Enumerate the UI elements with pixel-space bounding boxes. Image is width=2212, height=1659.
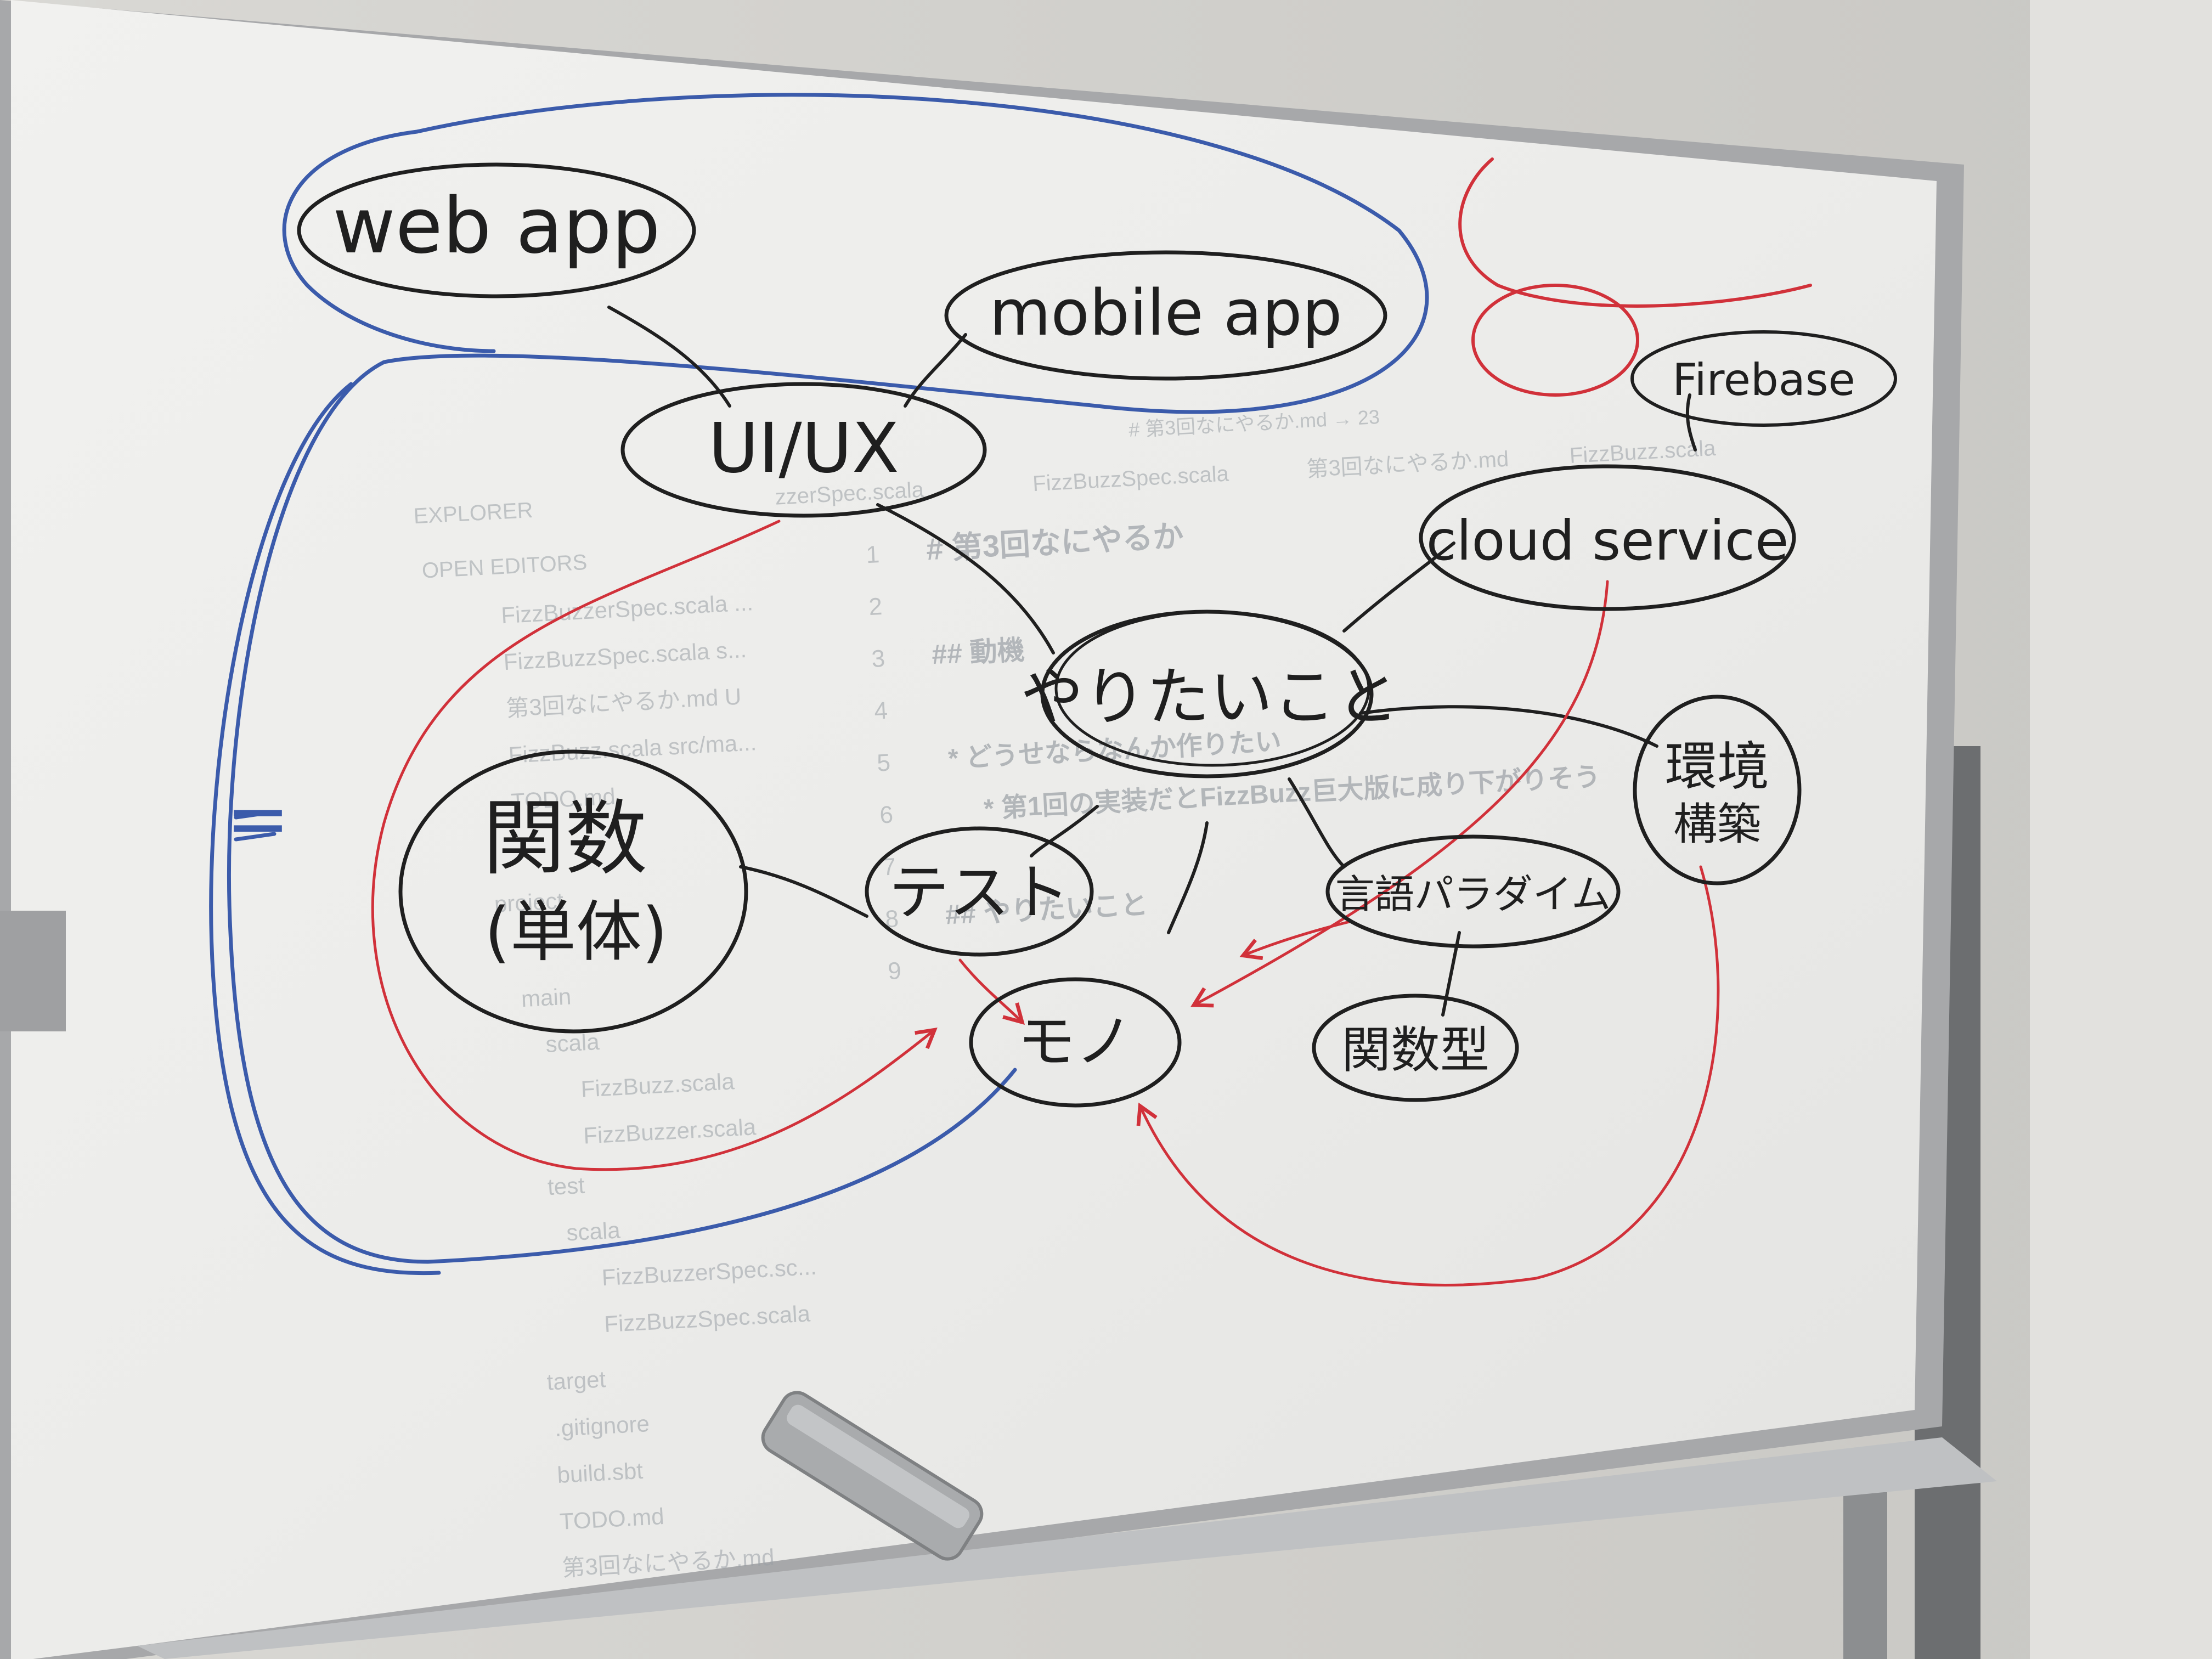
projected-file: target: [546, 1366, 607, 1395]
node-web-app-label: web app: [332, 182, 661, 271]
blue-group-loop: [209, 93, 1429, 1276]
node-kankyo-line2: 構築: [1673, 799, 1761, 850]
node-kansugata-label: 関数型: [1341, 1022, 1489, 1079]
node-kansu-line1: 関数: [483, 791, 647, 887]
node-kankyo-line1: 環境: [1665, 737, 1769, 797]
node-ui-ux: UI/UX: [620, 382, 987, 518]
node-mobile-app-label: mobile app: [989, 276, 1342, 350]
frame-hinge: [0, 911, 66, 1031]
projected-code-line: ## 動機: [931, 634, 1025, 670]
node-firebase-label: Firebase: [1672, 354, 1855, 405]
projected-file: TODO.md: [510, 783, 616, 815]
marker-tray: [137, 1437, 1997, 1659]
red-arrows: [371, 520, 1720, 1286]
node-kansugata: 関数型: [1312, 994, 1519, 1102]
node-cloud-service: cloud service: [1419, 464, 1796, 611]
node-kansu-line2: (単体): [484, 894, 668, 970]
node-paradigm: 言語パラダイム: [1325, 834, 1621, 949]
projected-line-numbers: 1 2 3 4 5 6 7 8 9: [865, 541, 902, 985]
theme-note-outline: [1458, 157, 1812, 308]
projected-file: .gitignore: [554, 1410, 650, 1441]
node-test: テスト: [865, 826, 1094, 957]
connector-lines: [607, 306, 1697, 1017]
projected-line-number: 5: [876, 749, 891, 776]
stand-leg: [1843, 1492, 1887, 1659]
projected-file: main: [521, 984, 572, 1012]
projected-line-number: 1: [865, 541, 880, 568]
node-paradigm-label: 言語パラダイム: [1335, 871, 1611, 917]
projected-file: test: [547, 1172, 585, 1200]
theme-note: [1458, 157, 1812, 397]
projected-line-number: 6: [879, 801, 894, 828]
projected-line-number: 9: [887, 957, 902, 985]
node-cloud-service-label: cloud service: [1426, 509, 1789, 573]
node-test-label: テスト: [889, 857, 1070, 928]
node-kansu-tantai: 関数 (単体): [398, 749, 748, 1034]
projected-line-number: 2: [868, 593, 883, 620]
projected-file: TODO.md: [559, 1503, 665, 1534]
projected-line-number: 3: [871, 645, 885, 673]
projected-line-number: 4: [873, 697, 888, 725]
projected-file: project: [494, 888, 565, 917]
whiteboard-eraser: [761, 1391, 984, 1561]
projected-file: scala: [566, 1217, 621, 1245]
node-mono-label: モノ: [1018, 1008, 1133, 1075]
node-web-app: web app: [297, 162, 696, 298]
node-mobile-app: mobile app: [944, 250, 1387, 381]
node-yaritaikoto-label: やりたいこと: [1020, 661, 1399, 734]
node-kankyo-kochiku: 環境 構築: [1633, 695, 1802, 885]
door-frame: [2030, 0, 2212, 1659]
equals-mark: =: [225, 774, 290, 864]
node-firebase: Firebase: [1630, 330, 1897, 427]
node-mono: モノ: [969, 977, 1182, 1108]
node-ui-ux-label: UI/UX: [708, 409, 899, 488]
theme-box-outline: [1471, 284, 1639, 397]
projected-file: scala: [545, 1029, 600, 1057]
projected-file: build.sbt: [556, 1458, 644, 1488]
node-yaritaikoto: やりたいこと: [1020, 610, 1399, 778]
